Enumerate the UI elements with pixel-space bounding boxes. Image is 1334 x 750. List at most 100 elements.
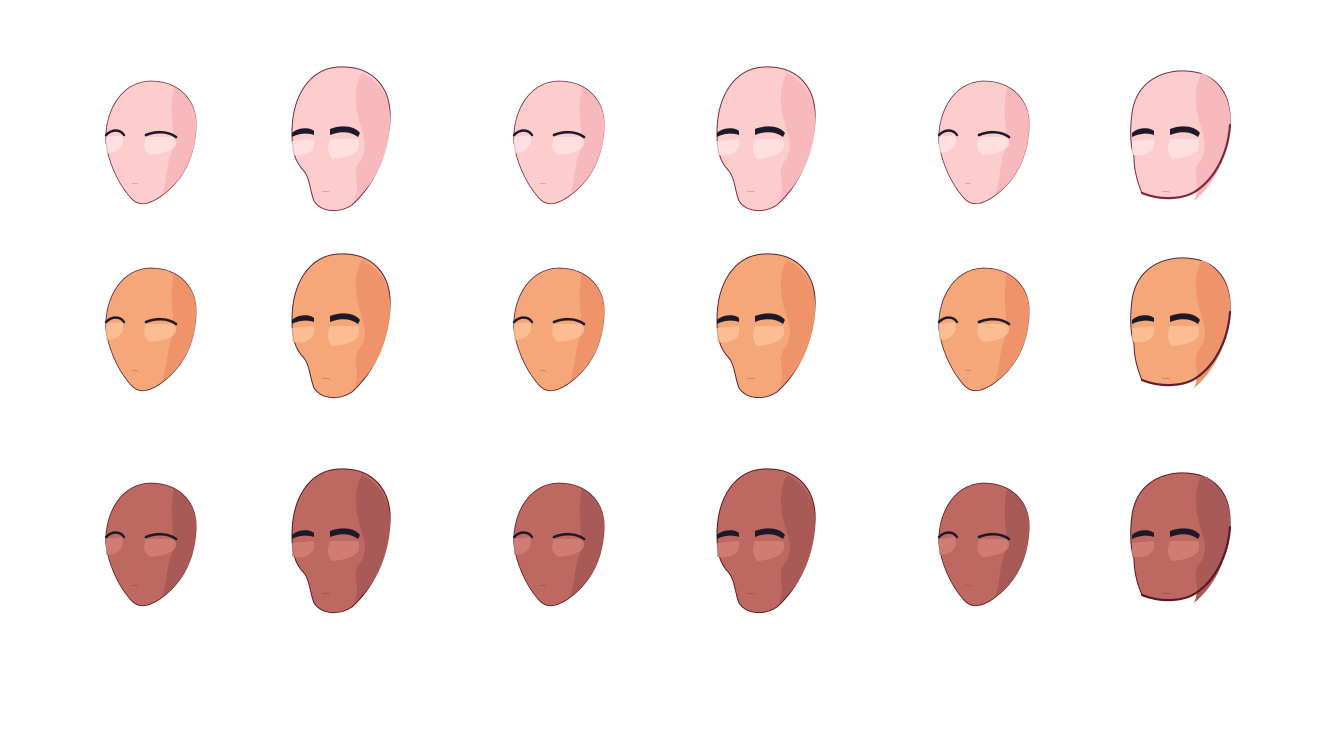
face-shade xyxy=(354,475,391,603)
left-cheek-highlight xyxy=(717,139,740,156)
face-shade xyxy=(1194,73,1231,201)
right-eyebrow xyxy=(144,130,178,139)
right-eyebrow xyxy=(755,313,785,324)
left-eyebrow xyxy=(104,129,126,137)
face-option-medium-2[interactable] xyxy=(291,253,391,398)
face-option-medium-3[interactable] xyxy=(512,267,605,392)
face-option-light-6[interactable] xyxy=(1130,70,1232,201)
face-option-dark-4[interactable] xyxy=(716,468,816,613)
right-eyebrow xyxy=(1170,528,1200,539)
face-shade xyxy=(995,87,1030,195)
left-cheek-highlight xyxy=(939,135,957,153)
face-option-dark-5[interactable] xyxy=(937,482,1030,607)
right-eyebrow xyxy=(755,528,785,539)
mouth-mark xyxy=(964,369,972,372)
left-eyebrow xyxy=(1132,128,1154,137)
face-shade xyxy=(779,73,816,201)
face-shade xyxy=(162,87,197,195)
right-cheek-highlight xyxy=(552,539,585,557)
mouth-mark xyxy=(746,377,756,380)
right-cheek-highlight xyxy=(1168,326,1200,346)
right-eyebrow xyxy=(552,130,586,139)
left-eyebrow xyxy=(512,129,534,137)
right-eyebrow xyxy=(552,532,586,541)
right-eyebrow xyxy=(552,317,586,326)
left-cheek-highlight xyxy=(292,139,315,156)
right-cheek-highlight xyxy=(144,324,177,342)
left-eyebrow xyxy=(512,531,534,539)
left-eyebrow xyxy=(717,315,739,324)
right-eyebrow xyxy=(330,126,360,137)
left-cheek-highlight xyxy=(106,135,124,153)
face-option-dark-3[interactable] xyxy=(512,482,605,607)
left-eyebrow xyxy=(292,315,314,324)
face-option-light-1[interactable] xyxy=(104,80,197,205)
mouth-mark xyxy=(539,369,547,372)
face-shade xyxy=(354,73,391,201)
right-eyebrow xyxy=(1170,126,1200,137)
left-eyebrow xyxy=(937,316,959,324)
face-shade xyxy=(995,274,1030,382)
mouth-mark xyxy=(1161,592,1171,595)
face-option-medium-6[interactable] xyxy=(1130,257,1232,388)
left-cheek-highlight xyxy=(514,537,532,555)
mouth-mark xyxy=(964,584,972,587)
face-shade xyxy=(779,475,816,603)
left-eyebrow xyxy=(1132,530,1154,539)
face-option-dark-1[interactable] xyxy=(104,482,197,607)
left-eyebrow xyxy=(104,531,126,539)
right-cheek-highlight xyxy=(552,324,585,342)
left-cheek-highlight xyxy=(939,537,957,555)
mouth-mark xyxy=(1161,190,1171,193)
face-option-dark-2[interactable] xyxy=(291,468,391,613)
left-eyebrow xyxy=(104,316,126,324)
left-eyebrow xyxy=(292,128,314,137)
right-eyebrow xyxy=(144,532,178,541)
mouth-mark xyxy=(131,584,139,587)
right-eyebrow xyxy=(144,317,178,326)
face-shade xyxy=(1194,260,1231,388)
face-shade xyxy=(570,489,605,597)
mouth-mark xyxy=(131,182,139,185)
left-cheek-highlight xyxy=(106,537,124,555)
mouth-mark xyxy=(321,377,331,380)
mouth-mark xyxy=(539,584,547,587)
right-cheek-highlight xyxy=(977,137,1010,155)
mouth-mark xyxy=(131,369,139,372)
right-eyebrow xyxy=(977,317,1011,326)
face-option-dark-6[interactable] xyxy=(1130,472,1232,603)
jaw-outline xyxy=(1140,123,1232,200)
mouth-mark xyxy=(321,592,331,595)
face-option-medium-1[interactable] xyxy=(104,267,197,392)
right-eyebrow xyxy=(330,528,360,539)
right-cheek-highlight xyxy=(753,541,785,561)
face-option-light-3[interactable] xyxy=(512,80,605,205)
right-eyebrow xyxy=(977,532,1011,541)
left-cheek-highlight xyxy=(514,322,532,340)
jaw-outline xyxy=(1140,310,1232,387)
left-cheek-highlight xyxy=(1132,541,1155,558)
left-eyebrow xyxy=(512,316,534,324)
face-shade xyxy=(354,260,391,388)
left-cheek-highlight xyxy=(514,135,532,153)
face-option-medium-5[interactable] xyxy=(937,267,1030,392)
left-cheek-highlight xyxy=(717,326,740,343)
face-shade xyxy=(779,260,816,388)
left-cheek-highlight xyxy=(292,541,315,558)
face-option-medium-4[interactable] xyxy=(716,253,816,398)
left-cheek-highlight xyxy=(1132,139,1155,156)
face-option-light-4[interactable] xyxy=(716,66,816,211)
face-option-light-2[interactable] xyxy=(291,66,391,211)
right-cheek-highlight xyxy=(1168,541,1200,561)
right-cheek-highlight xyxy=(1168,139,1200,159)
face-option-light-5[interactable] xyxy=(937,80,1030,205)
face-shade xyxy=(995,489,1030,597)
mouth-mark xyxy=(1161,377,1171,380)
face-shade xyxy=(570,87,605,195)
face-shade xyxy=(570,274,605,382)
right-cheek-highlight xyxy=(144,137,177,155)
left-eyebrow xyxy=(1132,315,1154,324)
right-eyebrow xyxy=(330,313,360,324)
left-cheek-highlight xyxy=(1132,326,1155,343)
